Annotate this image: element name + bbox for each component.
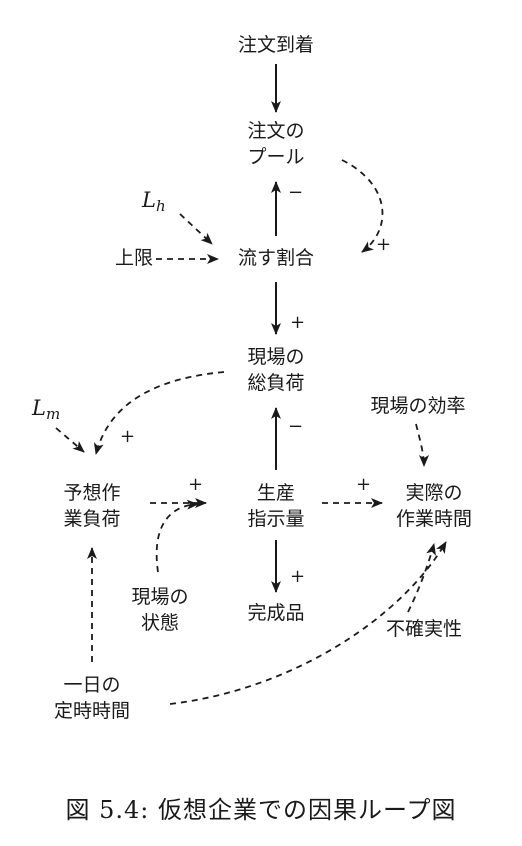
node-floor-load: 現場の 総負荷 bbox=[247, 344, 304, 396]
figure-caption: 図 5.4: 仮想企業での因果ループ図 bbox=[65, 796, 457, 824]
node-label-line: 現場の bbox=[131, 586, 189, 608]
sign-instruction-to-load: − bbox=[288, 416, 304, 437]
sign-pool-to-flow: − bbox=[288, 182, 304, 203]
node-daily-hours: 一日の 定時時間 bbox=[54, 672, 130, 724]
node-order-pool: 注文の プール bbox=[247, 118, 304, 170]
symbol-lm: Lm bbox=[32, 396, 60, 423]
node-label-line: 注文到着 bbox=[237, 34, 315, 56]
node-label-line: 予想作 bbox=[63, 482, 121, 504]
symbol-lh-base: L bbox=[142, 188, 156, 212]
symbol-lm-base: L bbox=[32, 396, 46, 420]
node-label-line: 定時時間 bbox=[53, 700, 131, 722]
node-label-line: 注文の bbox=[247, 120, 305, 142]
node-actual-time: 実際の 作業時間 bbox=[396, 480, 472, 532]
node-label-line: 現場の効率 bbox=[370, 395, 466, 417]
node-flow-rate: 流す割合 bbox=[238, 245, 314, 271]
symbol-lm-sub: m bbox=[45, 405, 61, 423]
sign-instruction-to-finished: + bbox=[290, 566, 306, 587]
node-label-line: 指示量 bbox=[247, 508, 305, 530]
symbol-lh-sub: h bbox=[155, 197, 166, 215]
arrow-state-to-instruction bbox=[155, 499, 199, 573]
node-label-line: 生産 bbox=[256, 482, 296, 504]
node-label-line: 完成品 bbox=[247, 602, 305, 624]
arrow-lh-to-flow bbox=[179, 213, 213, 245]
arrow-pool-to-flow bbox=[341, 159, 384, 253]
node-floor-efficiency: 現場の効率 bbox=[370, 393, 465, 419]
symbol-lh: Lh bbox=[142, 188, 166, 215]
node-label-line: 実際の bbox=[405, 482, 463, 504]
node-label-line: 作業時間 bbox=[395, 508, 473, 530]
node-finished-goods: 完成品 bbox=[247, 600, 304, 626]
node-label-line: 業負荷 bbox=[63, 508, 121, 530]
node-expected-load: 予想作 業負荷 bbox=[63, 480, 120, 532]
node-label-line: 上限 bbox=[114, 247, 154, 269]
arrow-efficiency-to-actual bbox=[415, 423, 429, 467]
sign-load-to-expected: + bbox=[120, 426, 136, 447]
sign-instruction-to-actual: + bbox=[356, 474, 372, 495]
node-label-line: 総負荷 bbox=[247, 372, 305, 394]
node-upper-limit: 上限 bbox=[115, 245, 153, 271]
sign-state-to-expected: + bbox=[188, 474, 204, 495]
arrow-load-to-expected bbox=[93, 371, 225, 455]
node-floor-state: 現場の 状態 bbox=[131, 584, 188, 636]
node-label-line: 一日の bbox=[63, 674, 121, 696]
node-order-arrival: 注文到着 bbox=[238, 32, 314, 58]
node-production-instruction: 生産 指示量 bbox=[247, 480, 304, 532]
node-uncertainty: 不確実性 bbox=[386, 616, 462, 642]
node-label-line: 不確実性 bbox=[385, 618, 463, 640]
node-label-line: プール bbox=[247, 146, 305, 168]
node-label-line: 流す割合 bbox=[237, 247, 315, 269]
arrow-daily-to-actual bbox=[169, 541, 447, 705]
sign-flow-to-load: + bbox=[290, 312, 306, 333]
sign-flow-to-pool: + bbox=[376, 234, 392, 255]
node-label-line: 現場の bbox=[247, 346, 305, 368]
node-label-line: 状態 bbox=[140, 612, 180, 634]
arrow-uncertainty-to-actual bbox=[407, 543, 436, 613]
arrow-lm-to-expected bbox=[55, 427, 85, 453]
